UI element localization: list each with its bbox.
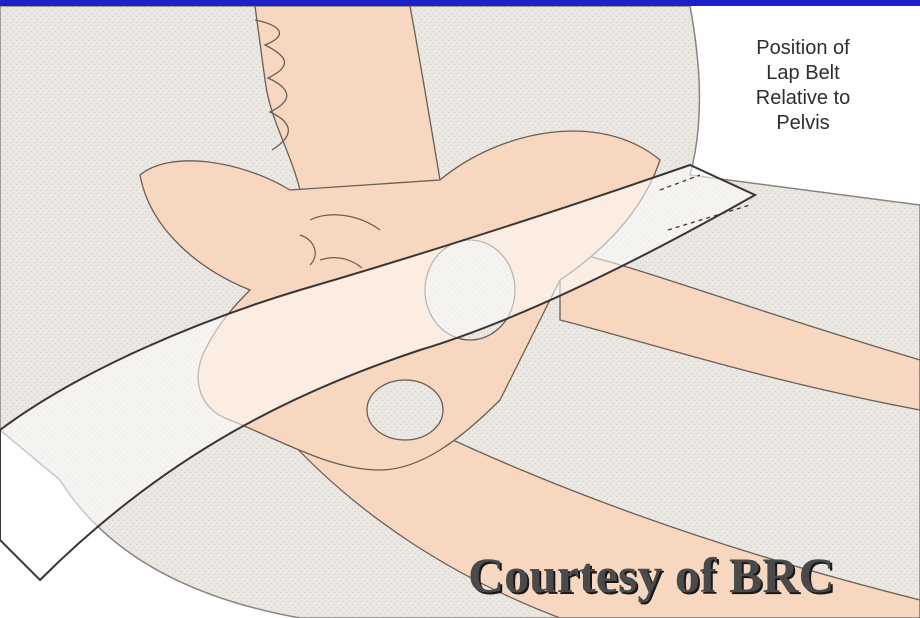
caption-line: Position of bbox=[728, 36, 878, 61]
pelvis-opening-lower bbox=[367, 380, 443, 440]
caption-line: Lap Belt bbox=[728, 61, 878, 86]
credit-text: Courtesy of BRC bbox=[468, 546, 835, 604]
caption-label: Position of Lap Belt Relative to Pelvis bbox=[728, 36, 878, 136]
caption-line: Relative to bbox=[728, 86, 878, 111]
caption-line: Pelvis bbox=[728, 111, 878, 136]
